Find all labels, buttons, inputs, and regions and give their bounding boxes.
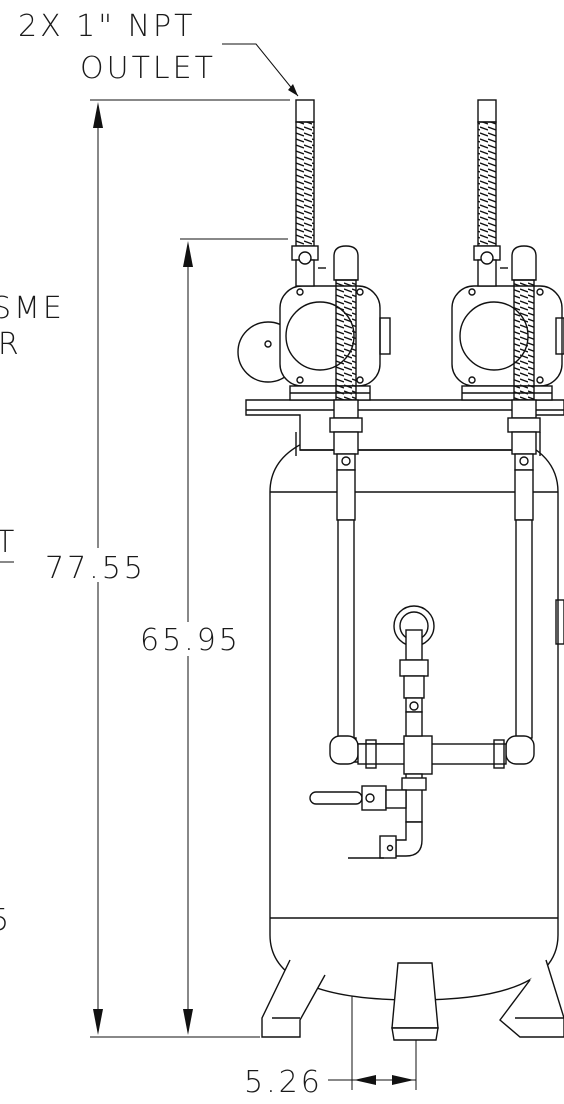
tank-leg-right	[499, 959, 564, 1038]
tank-height-dimension: 65.95	[140, 238, 288, 1035]
drain-elbow	[348, 821, 423, 859]
overall-height-value: 77.55	[45, 551, 146, 586]
manifold-pipe	[329, 735, 535, 775]
left-label-fragment-3: T	[0, 525, 17, 560]
left-label-fragment-1: SME	[0, 291, 65, 326]
outlet-hose-right	[473, 99, 508, 287]
tank-foot-center	[391, 962, 439, 1041]
drain-valve	[309, 785, 407, 811]
callout-line-2: OUTLET	[80, 51, 216, 86]
left-label-fragment-2: IR	[0, 327, 22, 362]
center-inlet-assembly	[393, 605, 435, 823]
pump-head-right	[451, 285, 564, 401]
callout-arrowhead	[288, 84, 298, 96]
overall-height-dimension: 77.55	[45, 99, 290, 1038]
pump-head-left	[279, 285, 391, 401]
return-hose-left	[329, 245, 363, 739]
tank-height-value: 65.95	[140, 623, 241, 658]
return-hose-right	[507, 245, 541, 739]
tank-leg-left	[261, 959, 326, 1038]
outlet-hose-left	[291, 99, 326, 287]
callout-line-1: 2X 1" NPT	[18, 9, 195, 44]
callout-leader	[222, 43, 299, 97]
left-label-fragment-4: 5	[0, 903, 12, 938]
drain-offset-value: 5.26	[244, 1065, 323, 1100]
